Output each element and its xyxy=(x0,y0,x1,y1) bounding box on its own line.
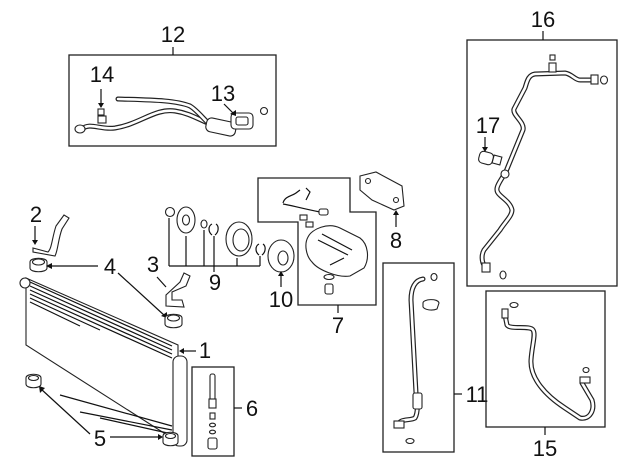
callout-10[interactable]: 10 xyxy=(269,287,293,312)
box-6 xyxy=(191,366,235,457)
part-14-cap[interactable] xyxy=(97,108,105,116)
callout-15[interactable]: 15 xyxy=(533,436,557,461)
callout-2[interactable]: 2 xyxy=(30,202,42,227)
callout-12[interactable]: 12 xyxy=(161,22,185,47)
group-6: 6 xyxy=(191,366,258,457)
group-16: 16 17 xyxy=(466,7,618,287)
callout-17[interactable]: 17 xyxy=(476,113,500,138)
part-7-compressor[interactable] xyxy=(305,225,369,277)
group-9-10: 9 10 xyxy=(164,206,295,312)
part-6-desiccant[interactable] xyxy=(209,373,216,401)
leader-13 xyxy=(223,103,235,115)
callout-3[interactable]: 3 xyxy=(147,252,159,277)
snap-ring-2[interactable] xyxy=(255,243,266,256)
group-12: 12 14 13 xyxy=(68,22,277,147)
callout-4[interactable]: 4 xyxy=(104,254,116,279)
part-17-pressure-switch[interactable] xyxy=(478,150,495,166)
group-8: 8 xyxy=(359,171,405,253)
group-11: 11 xyxy=(382,262,489,453)
receiver-tank xyxy=(172,355,188,447)
callout-1[interactable]: 1 xyxy=(199,338,211,363)
group-15: 15 xyxy=(485,290,606,461)
callout-9[interactable]: 9 xyxy=(209,270,221,295)
callout-16[interactable]: 16 xyxy=(531,7,555,32)
callout-13[interactable]: 13 xyxy=(211,81,235,106)
callout-11[interactable]: 11 xyxy=(466,382,489,407)
callout-14[interactable]: 14 xyxy=(90,62,114,87)
box-11 xyxy=(382,262,455,453)
callout-8[interactable]: 8 xyxy=(390,228,402,253)
group-7: 7 xyxy=(257,177,377,338)
callout-5[interactable]: 5 xyxy=(94,426,106,451)
box-16 xyxy=(466,39,618,287)
callout-7[interactable]: 7 xyxy=(332,313,344,338)
part-3-lower-bracket[interactable] xyxy=(165,272,191,308)
liquid-line-pipe xyxy=(479,70,597,268)
part-8-compressor-bracket[interactable] xyxy=(359,171,405,211)
leader-3 xyxy=(156,276,167,288)
o-ring xyxy=(259,106,269,116)
group-condenser: 2 4 3 1 5 xyxy=(19,202,211,451)
callout-6[interactable]: 6 xyxy=(246,396,258,421)
suction-hose-pipe xyxy=(502,312,596,421)
clutch-nut[interactable] xyxy=(164,206,176,218)
leader-4b xyxy=(117,272,166,317)
part-2-upper-bracket[interactable] xyxy=(32,214,70,257)
snap-ring[interactable] xyxy=(208,223,219,236)
suction-line-flange xyxy=(205,117,237,137)
shim[interactable] xyxy=(200,219,208,229)
box-7 xyxy=(257,177,377,306)
leader-5a xyxy=(40,388,91,435)
